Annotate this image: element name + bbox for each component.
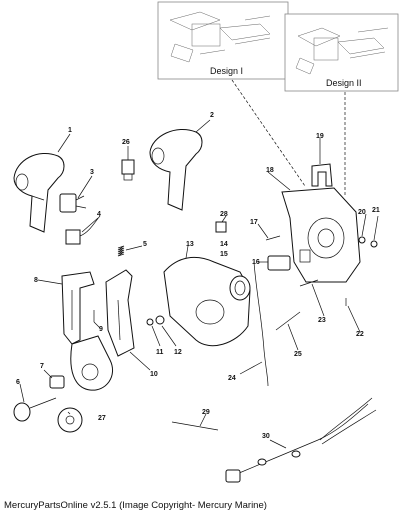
washer-part-20	[358, 236, 366, 244]
callout-15: 15	[220, 251, 228, 258]
callout-21: 21	[372, 207, 380, 214]
part-28	[215, 221, 227, 233]
screw-part-25	[275, 311, 301, 331]
callout-17: 17	[250, 219, 258, 226]
design-2-detail-drawing	[295, 27, 389, 75]
lower-arm-assembly	[70, 335, 113, 391]
callout-2: 2	[210, 112, 214, 119]
trim-switch-part-3	[59, 193, 87, 213]
control-arm-part-10	[105, 269, 135, 357]
design-2-label: Design II	[326, 78, 362, 88]
lever-part-8	[61, 271, 95, 345]
cable-part-24	[253, 261, 269, 387]
callout-24: 24	[228, 375, 236, 382]
callout-13: 13	[186, 241, 194, 248]
detent-part-7	[49, 375, 65, 389]
callout-19: 19	[316, 133, 324, 140]
connector-part-4	[65, 215, 101, 245]
callout-28: 28	[220, 211, 228, 218]
callout-11: 11	[156, 349, 164, 356]
wiring-harness-part-30	[225, 397, 377, 483]
cover-plate-part-13	[163, 256, 251, 347]
copyright-footer: MercuryPartsOnline v2.5.1 (Image Copyrig…	[4, 500, 267, 511]
design-1-inset: Design I	[157, 1, 289, 80]
callout-27: 27	[98, 415, 106, 422]
callout-18: 18	[266, 167, 274, 174]
design-1-detail-drawing	[169, 11, 271, 63]
design-2-inset: Design II	[284, 13, 399, 92]
callout-26: 26	[122, 139, 130, 146]
callout-3: 3	[90, 169, 94, 176]
callout-16: 16	[252, 259, 260, 266]
callout-7: 7	[40, 363, 44, 370]
guide-line-design-1	[231, 79, 306, 187]
washer-plate-part-27	[57, 407, 83, 433]
screw-part-17	[265, 235, 281, 241]
bracket-part-19	[311, 163, 333, 187]
washer-part-11	[146, 318, 154, 326]
handle-part-1	[13, 152, 65, 233]
knob-part-6	[13, 397, 57, 422]
callout-14: 14	[220, 241, 228, 248]
nut-part-21	[370, 240, 378, 248]
callout-9: 9	[99, 326, 103, 333]
switch-part-16	[267, 255, 291, 271]
callout-30: 30	[262, 433, 270, 440]
callout-25: 25	[294, 351, 302, 358]
housing-part-18	[281, 187, 361, 283]
callout-8: 8	[34, 277, 38, 284]
screw-part-23	[299, 279, 319, 287]
callout-10: 10	[150, 371, 158, 378]
switch-part-26	[121, 159, 135, 181]
handle-part-2	[149, 128, 203, 211]
callout-1: 1	[68, 127, 72, 134]
callout-5: 5	[143, 241, 147, 248]
leader-lines	[19, 119, 379, 449]
callouts: 1 2 3 4 5 6 7 8 9 10 11 12 13 14 15 16 1…	[16, 112, 380, 440]
design-1-label: Design I	[210, 66, 243, 76]
callout-20: 20	[358, 209, 366, 216]
bushing-part-15	[229, 275, 251, 301]
callout-29: 29	[202, 409, 210, 416]
callout-4: 4	[97, 211, 101, 218]
washer-part-12	[155, 315, 165, 325]
callout-12: 12	[174, 349, 182, 356]
callout-23: 23	[318, 317, 326, 324]
pin-part-29	[171, 421, 219, 431]
callout-22: 22	[356, 331, 364, 338]
spring-part-5	[117, 245, 125, 257]
callout-6: 6	[16, 379, 20, 386]
